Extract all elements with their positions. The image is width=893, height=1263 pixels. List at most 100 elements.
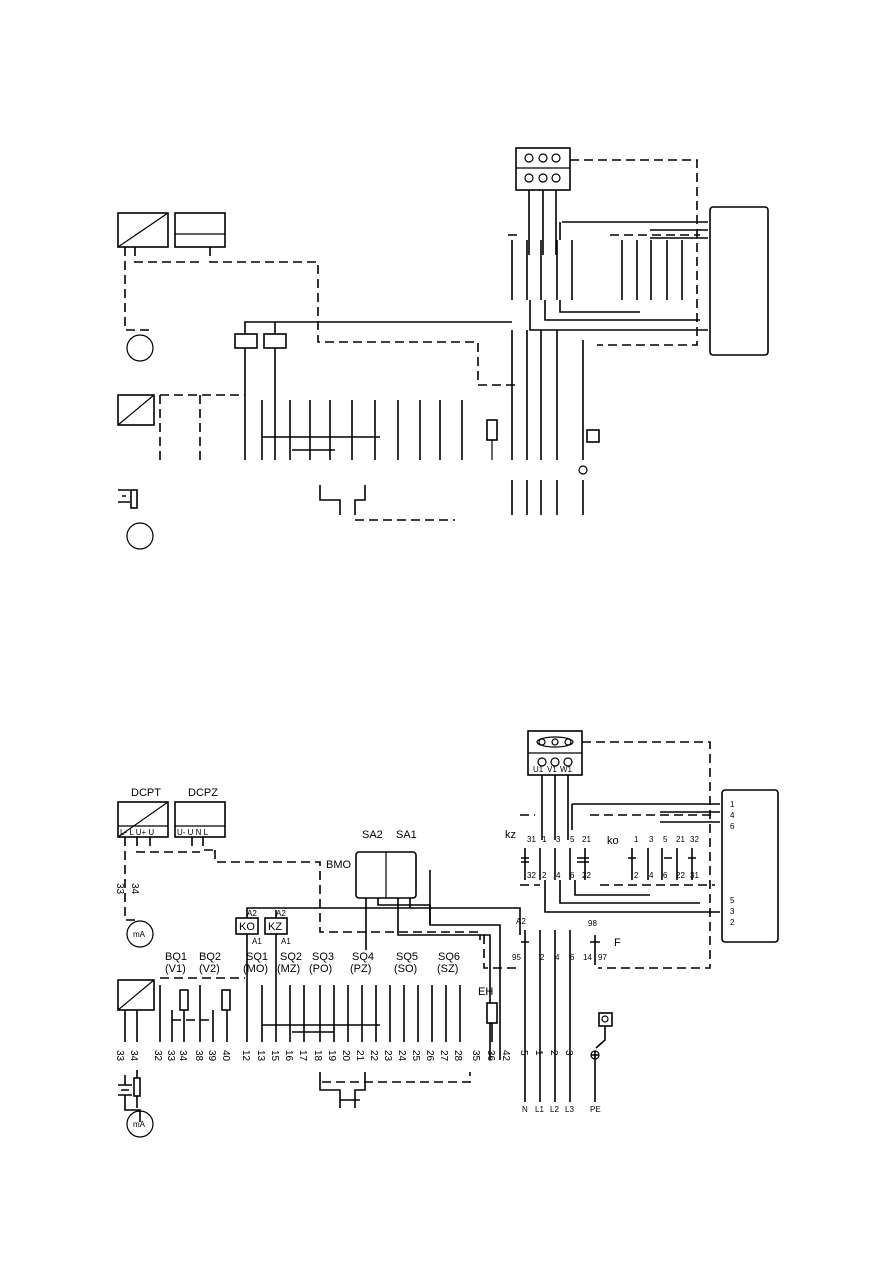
sq2-sub: (MZ) xyxy=(277,963,300,975)
terminal-num: 38 xyxy=(193,1050,204,1062)
terminal-num: 22 xyxy=(368,1050,379,1062)
sq3-sub: (PO) xyxy=(309,963,332,975)
terminal-num: 13 xyxy=(255,1050,266,1062)
sq1-label: SQ1 xyxy=(246,951,268,963)
kz-contactor-label: kz xyxy=(505,829,516,841)
a2-label: A2 xyxy=(247,909,257,918)
motor-terminal-w1: W1 xyxy=(560,765,573,774)
terminal-num: 16 xyxy=(283,1050,294,1062)
top-diagram xyxy=(117,147,769,550)
terminal-num: 28 xyxy=(452,1050,463,1062)
supply-l1: L1 xyxy=(535,1105,544,1114)
ma-meter-top xyxy=(126,920,154,948)
terminal-num: 21 xyxy=(354,1050,365,1062)
contact-num: 5 xyxy=(570,835,575,844)
terminal-num: 19 xyxy=(326,1050,337,1062)
motor-terminal-u1: U1 xyxy=(533,765,544,774)
supply-l3: L3 xyxy=(565,1105,574,1114)
contact-num: 3 xyxy=(649,835,654,844)
terminal-num: 2 xyxy=(548,1050,559,1056)
bq1-sub: (V1) xyxy=(165,963,186,975)
sq2-label: SQ2 xyxy=(280,951,302,963)
ko-coil-label: KO xyxy=(239,921,255,933)
contact-num: 21 xyxy=(582,835,591,844)
terminal-num: 42 xyxy=(500,1050,511,1062)
contact-num: 22 xyxy=(676,871,685,880)
a1-label: A1 xyxy=(252,937,262,946)
top-control-box xyxy=(709,206,769,356)
terminal-num: 5 xyxy=(518,1050,529,1056)
box-terminal-2: 2 xyxy=(730,918,735,927)
terminal-num: 34 xyxy=(128,1050,139,1062)
contact-num: 4 xyxy=(555,953,560,962)
box-terminal-6: 6 xyxy=(730,822,735,831)
terminal-num: 1 xyxy=(533,1050,544,1056)
eh-heater xyxy=(486,1002,498,1024)
limit-switch-box xyxy=(721,789,779,943)
terminal-num: 36 xyxy=(485,1050,496,1062)
motor-terminal-v1: V1 xyxy=(547,765,557,774)
dcpz-label: DCPZ xyxy=(188,787,218,799)
terminal-num: 12 xyxy=(240,1050,251,1062)
dcpt-label: DCPT xyxy=(131,787,161,799)
sq3-label: SQ3 xyxy=(312,951,334,963)
bq1-potentiometer xyxy=(179,989,189,1011)
box-terminal-5: 5 xyxy=(730,896,735,905)
contact-num: 1 xyxy=(634,835,639,844)
terminal-row: 33 34 32 33 34 38 39 40 12 13 15 16 17 1… xyxy=(114,1050,574,1062)
sq4-sub: (PZ) xyxy=(350,963,371,975)
contact-num: 97 xyxy=(598,953,607,962)
terminal-num: 26 xyxy=(424,1050,435,1062)
contact-num: 4 xyxy=(556,871,561,880)
terminal-num: 40 xyxy=(220,1050,231,1062)
contact-num: 5 xyxy=(663,835,668,844)
dcpt-terminals: L- L U+ U xyxy=(120,828,154,837)
thermal-relay-label: F xyxy=(614,937,621,949)
contact-num: 98 xyxy=(588,919,597,928)
contact-num: 3 xyxy=(556,835,561,844)
terminal-num: 25 xyxy=(410,1050,421,1062)
sq6-sub: (SZ) xyxy=(437,963,458,975)
contact-num: 21 xyxy=(676,835,685,844)
a2-label: A2 xyxy=(276,909,286,918)
dcpz-box xyxy=(174,801,226,838)
contact-num: 2 xyxy=(542,871,547,880)
contact-num: 14 xyxy=(583,953,592,962)
contact-num: 31 xyxy=(690,871,699,880)
terminal-num: 39 xyxy=(206,1050,217,1062)
ko-contactor-label: ko xyxy=(607,835,619,847)
contact-num: 95 xyxy=(512,953,521,962)
ma-label: mA xyxy=(133,1120,146,1129)
terminal-num: 23 xyxy=(382,1050,393,1062)
sq6-label: SQ6 xyxy=(438,951,460,963)
terminal-num: 32 xyxy=(152,1050,163,1062)
sq5-label: SQ5 xyxy=(396,951,418,963)
bq2-potentiometer xyxy=(221,989,231,1011)
sa1-label: SA1 xyxy=(396,829,417,841)
terminal-num: 33 xyxy=(165,1050,176,1062)
terminal-num: 34 xyxy=(177,1050,188,1062)
terminal-num: 18 xyxy=(312,1050,323,1062)
bmo-label: BMO xyxy=(326,859,352,871)
sq4-label: SQ4 xyxy=(352,951,374,963)
terminal-num: 24 xyxy=(396,1050,407,1062)
contact-num: 6 xyxy=(570,871,575,880)
box-terminal-4: 4 xyxy=(730,811,735,820)
supply-l2: L2 xyxy=(550,1105,559,1114)
supply-n: N xyxy=(522,1105,528,1114)
ma-label: mA xyxy=(133,930,146,939)
top-motor-terminal-box xyxy=(515,147,571,191)
kz-coil-label: KZ xyxy=(268,921,282,933)
terminal-num: 33 xyxy=(114,1050,125,1062)
terminal-num: 20 xyxy=(340,1050,351,1062)
sq5-sub: (SO) xyxy=(394,963,417,975)
side-terminal: 33 xyxy=(114,883,125,895)
contact-num: 6 xyxy=(663,871,668,880)
contact-num: 32 xyxy=(690,835,699,844)
sq1-sub: (MO) xyxy=(243,963,268,975)
bq1-label: BQ1 xyxy=(165,951,187,963)
box-terminal-3: 3 xyxy=(730,907,735,916)
contact-num: 1 xyxy=(542,835,547,844)
eh-label: EH xyxy=(478,986,493,998)
supply-pe: PE xyxy=(590,1105,601,1114)
